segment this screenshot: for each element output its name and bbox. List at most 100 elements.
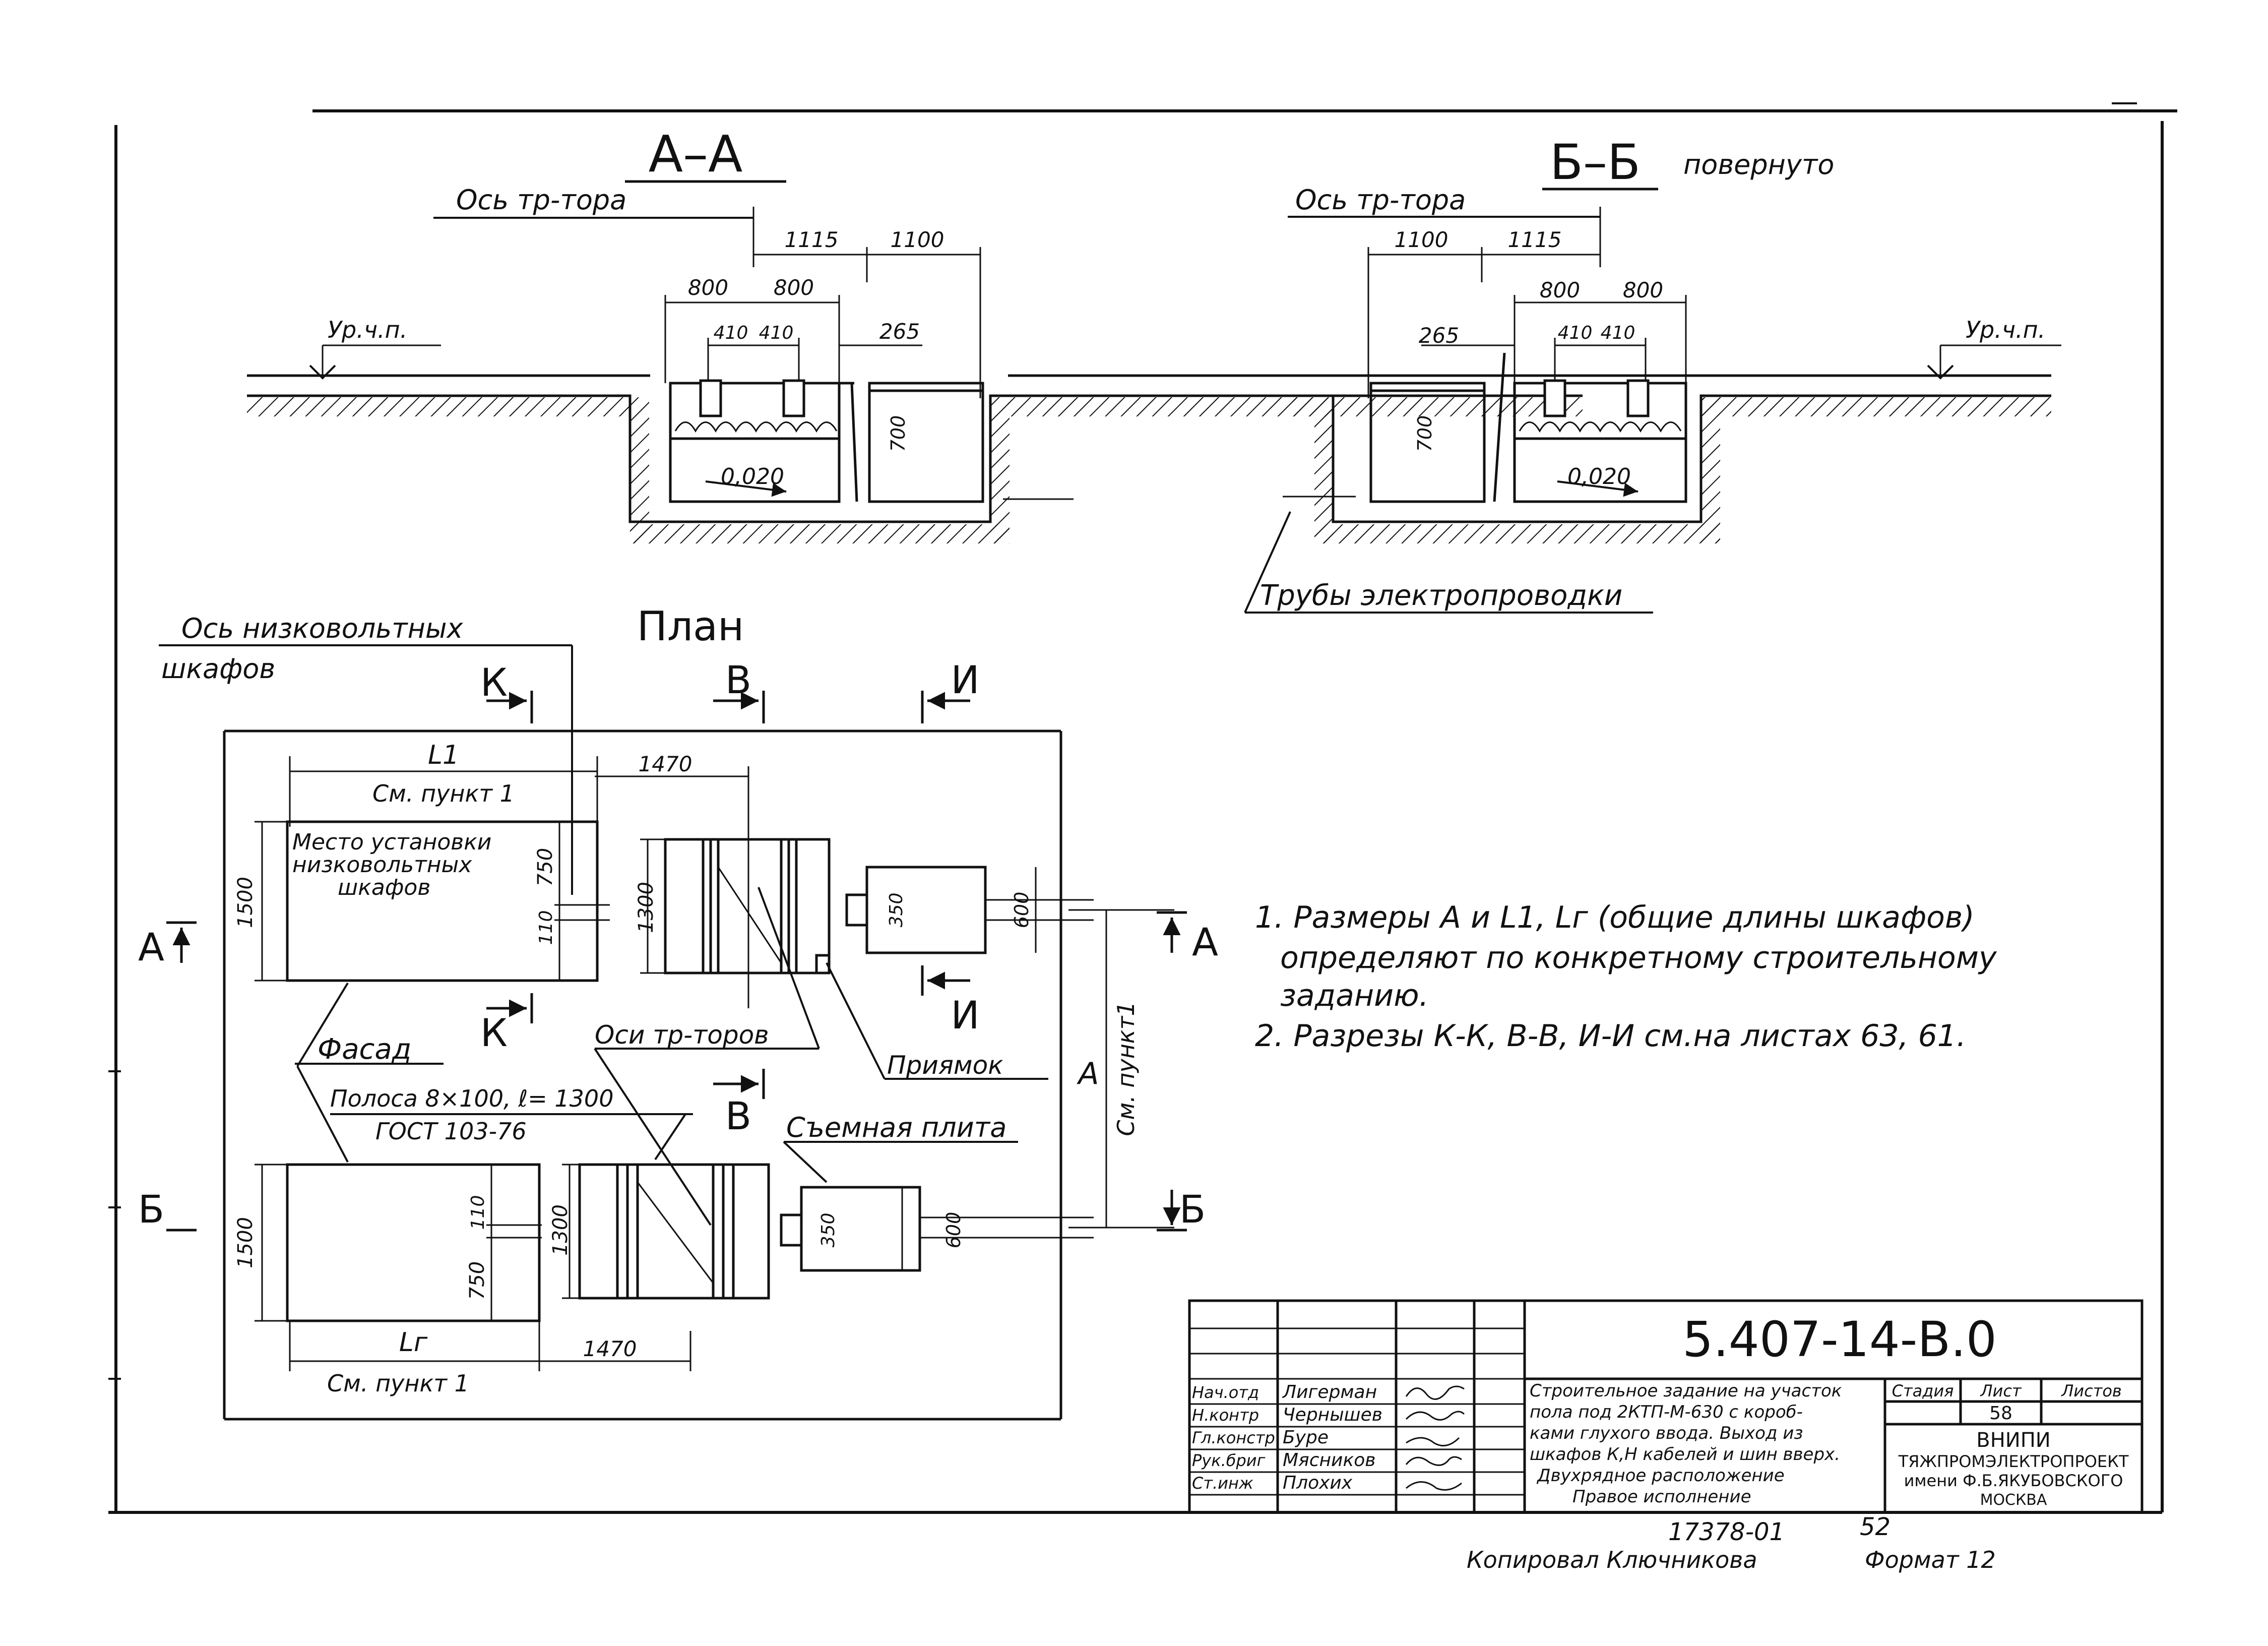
cut-a-left: А bbox=[138, 925, 164, 969]
name-1: Лигерман bbox=[1282, 1382, 1377, 1403]
org-line-1: ВНИПИ bbox=[1976, 1429, 2050, 1452]
name-3: Буре bbox=[1283, 1427, 1329, 1448]
cut-b-left: Б bbox=[138, 1187, 164, 1232]
dim-1115: 1115 bbox=[785, 227, 839, 252]
role-5: Ст.инж bbox=[1192, 1474, 1253, 1493]
dim-1300-bottom: 1300 bbox=[549, 1204, 572, 1256]
section-bb: Б–Б повернуто Ось тр-тора 1100 1115 800 … bbox=[1244, 134, 2061, 614]
slope-bb: 0,020 bbox=[1567, 464, 1631, 490]
section-bb-note: повернуто bbox=[1683, 149, 1834, 180]
plan-outline bbox=[223, 729, 1062, 1421]
dim-700: 700 bbox=[887, 415, 909, 452]
cut-i-top: И bbox=[951, 657, 980, 702]
cabinet-area-bottom bbox=[255, 1163, 691, 1371]
dim-bb-1100: 1100 bbox=[1395, 227, 1448, 252]
desc-line-1: Строительное задание на участок bbox=[1530, 1381, 1842, 1401]
desc-line-4: шкафов К,Н кабелей и шин вверх. bbox=[1530, 1444, 1840, 1465]
page-number: 52 bbox=[1860, 1513, 1891, 1541]
stage-header: Стадия bbox=[1892, 1381, 1954, 1400]
dim-bb-700: 700 bbox=[1414, 415, 1436, 452]
cabinet-area-top bbox=[255, 756, 610, 982]
desc-line-2: пола под 2КТП-М-630 с короб- bbox=[1530, 1402, 1803, 1422]
dim-600-top: 600 bbox=[1011, 892, 1033, 929]
cable-channel-aa bbox=[669, 379, 854, 503]
org-line-3: имени Ф.Б.ЯКУБОВСКОГО bbox=[1904, 1471, 2123, 1490]
note-1-line-3: заданию. bbox=[1280, 978, 1429, 1013]
role-2: Н.контр bbox=[1192, 1406, 1259, 1425]
section-bb-dimensions bbox=[1367, 247, 1687, 398]
section-aa-dimensions bbox=[664, 247, 981, 398]
pit-bb bbox=[1283, 352, 1506, 503]
role-1: Нач.отд bbox=[1192, 1383, 1259, 1402]
dim-350-top: 350 bbox=[886, 893, 907, 928]
cut-v-top: В bbox=[725, 657, 751, 702]
margin-ticks bbox=[108, 1070, 121, 1380]
notes: 1. Размеры А и L1, Lг (общие длины шкафо… bbox=[1255, 900, 1997, 1054]
dim-800-right: 800 bbox=[774, 275, 814, 300]
name-5: Плохих bbox=[1283, 1473, 1353, 1493]
label-facade: Фасад bbox=[318, 1033, 411, 1066]
label-strip-1: Полоса 8×100, ℓ= 1300 bbox=[330, 1085, 613, 1112]
sheet-format: Формат 12 bbox=[1865, 1546, 1996, 1573]
floor-slab-bb bbox=[1293, 374, 2051, 523]
cut-v-bottom: В bbox=[725, 1093, 751, 1138]
role-3: Гл.констр bbox=[1192, 1428, 1275, 1447]
note-2: 2. Разрезы К-К, В-В, И-И см.на листах 63… bbox=[1255, 1018, 1966, 1054]
org-line-4: МОСКВА bbox=[1980, 1491, 2047, 1509]
footer: 17378-01 52 Копировал Ключникова Формат … bbox=[1467, 1513, 1996, 1573]
desc-line-6: Правое исполнение bbox=[1572, 1487, 1751, 1507]
dim-110-bottom: 110 bbox=[468, 1195, 488, 1230]
dim-see-item-vertical: См. пункт1 bbox=[1112, 1001, 1140, 1136]
dim-see-item-top: См. пункт 1 bbox=[372, 780, 515, 807]
section-aa-axis-label: Ось тр-тора bbox=[456, 184, 626, 216]
plan-view: План Ось низковольтных шкафов bbox=[138, 603, 1218, 1421]
dim-a: А bbox=[1076, 1056, 1099, 1091]
dim-110-top: 110 bbox=[536, 910, 556, 945]
cut-i-bottom: И bbox=[951, 993, 980, 1038]
dim-bb-1115: 1115 bbox=[1508, 227, 1562, 252]
label-transformer-axes: Оси тр-торов bbox=[595, 1020, 769, 1050]
transformer-top bbox=[595, 766, 831, 1008]
plan-callouts bbox=[295, 887, 1048, 1226]
name-2: Чернышев bbox=[1283, 1405, 1382, 1425]
cut-b-right: Б bbox=[1179, 1187, 1206, 1232]
dim-410-right: 410 bbox=[759, 323, 794, 343]
label-pit: Приямок bbox=[887, 1051, 1003, 1080]
name-4: Мясников bbox=[1283, 1450, 1375, 1471]
label-removable-slab: Съемная плита bbox=[786, 1112, 1006, 1143]
copied-by: Копировал Ключникова bbox=[1467, 1546, 1757, 1573]
slope-aa: 0,020 bbox=[721, 464, 784, 490]
dim-750-top: 750 bbox=[534, 848, 557, 886]
plan-title: План bbox=[637, 603, 744, 650]
transformer-bottom bbox=[562, 1163, 770, 1300]
note-1-line-2: определяют по конкретному строительному bbox=[1280, 940, 1997, 976]
floor-level-label: Ур.ч.п. bbox=[328, 316, 407, 343]
dim-bb-265: 265 bbox=[1419, 323, 1459, 348]
cabinet-place-1: Место установки bbox=[292, 829, 491, 855]
dim-800-left: 800 bbox=[688, 275, 728, 300]
dim-bb-410-right: 410 bbox=[1601, 323, 1635, 343]
org-line-2: ТЯЖПРОМЭЛЕКТРОПРОЕКТ bbox=[1898, 1452, 2129, 1471]
cabinet-place-2: низковольтных bbox=[292, 852, 472, 878]
label-strip-2: ГОСТ 103-76 bbox=[375, 1118, 527, 1145]
floor-level-label-bb: Ур.ч.п. bbox=[1966, 316, 2045, 343]
desc-line-5: Двухрядное расположение bbox=[1536, 1466, 1785, 1486]
cabinet-axis-label-1: Ось низковольтных bbox=[181, 613, 464, 644]
section-aa-title: А–А bbox=[649, 125, 743, 184]
dim-410-left: 410 bbox=[714, 323, 748, 343]
cable-channel-bb bbox=[1513, 379, 1687, 503]
note-1-line-1: 1. Размеры А и L1, Lг (общие длины шкафо… bbox=[1255, 900, 1975, 935]
cabinet-place-3: шкафов bbox=[338, 875, 430, 900]
role-4: Рук.бриг bbox=[1192, 1451, 1266, 1470]
cut-k-bottom: К bbox=[480, 1010, 508, 1055]
dim-l1: L1 bbox=[428, 740, 459, 770]
dim-350-bottom: 350 bbox=[818, 1213, 839, 1248]
pit-aa bbox=[850, 382, 1074, 503]
cut-k-top: К bbox=[480, 660, 508, 705]
dim-bb-800-left: 800 bbox=[1540, 278, 1580, 302]
dim-750-bottom: 750 bbox=[466, 1261, 489, 1300]
dim-bb-800-right: 800 bbox=[1623, 278, 1663, 302]
dim-bb-410-left: 410 bbox=[1558, 323, 1593, 343]
dim-600-bottom: 600 bbox=[942, 1212, 965, 1249]
